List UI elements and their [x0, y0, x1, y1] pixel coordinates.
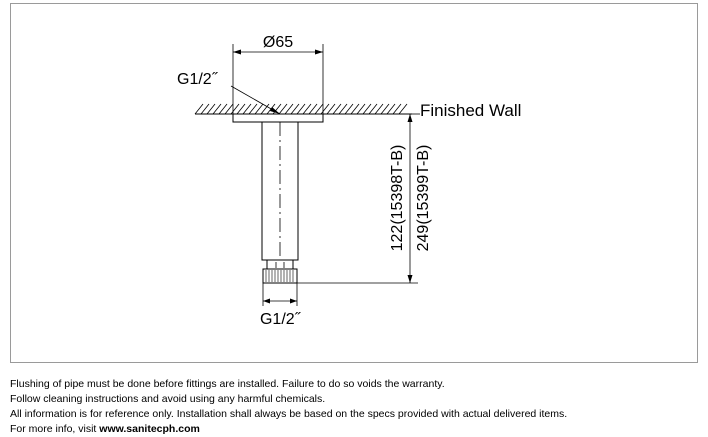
arrow-right [315, 49, 323, 55]
note-line: Follow cleaning instructions and avoid u… [10, 393, 326, 405]
bottom-nut [266, 259, 294, 270]
thread-top-label: G1/2˝ [177, 71, 219, 88]
pipe-body [261, 121, 299, 261]
note-prefix: For more info, visit [10, 423, 100, 435]
website-link[interactable]: www.sanitecph.com [99, 423, 200, 435]
note-line: For more info, visit www.sanitecph.com [10, 422, 700, 437]
note-line: Flushing of pipe must be done before fit… [10, 378, 445, 390]
height-label-249: 249(15399T-B) [415, 145, 432, 252]
threaded-end [262, 268, 298, 284]
notes-block: Flushing of pipe must be done before fit… [10, 377, 700, 437]
arrow-left [233, 49, 241, 55]
arrow-up [407, 114, 413, 122]
diameter-label: Ø65 [263, 34, 293, 51]
flange [232, 113, 324, 123]
thread-lines [265, 270, 294, 282]
thread-top-arrow [270, 107, 280, 114]
arrow-right [290, 298, 297, 304]
wall-hatching [194, 103, 408, 115]
finished-wall-label: Finished Wall [420, 101, 521, 120]
height-label-122: 122(15398T-B) [389, 145, 406, 252]
technical-drawing: Finished Wall Ø65 G1/2˝ G1/2˝ 1 [177, 34, 521, 328]
thread-bottom-label: G1/2˝ [260, 311, 302, 328]
note-line: All information is for reference only. I… [10, 408, 568, 420]
arrow-left [263, 298, 270, 304]
arrow-down [407, 275, 413, 283]
drawing-frame [10, 3, 698, 363]
